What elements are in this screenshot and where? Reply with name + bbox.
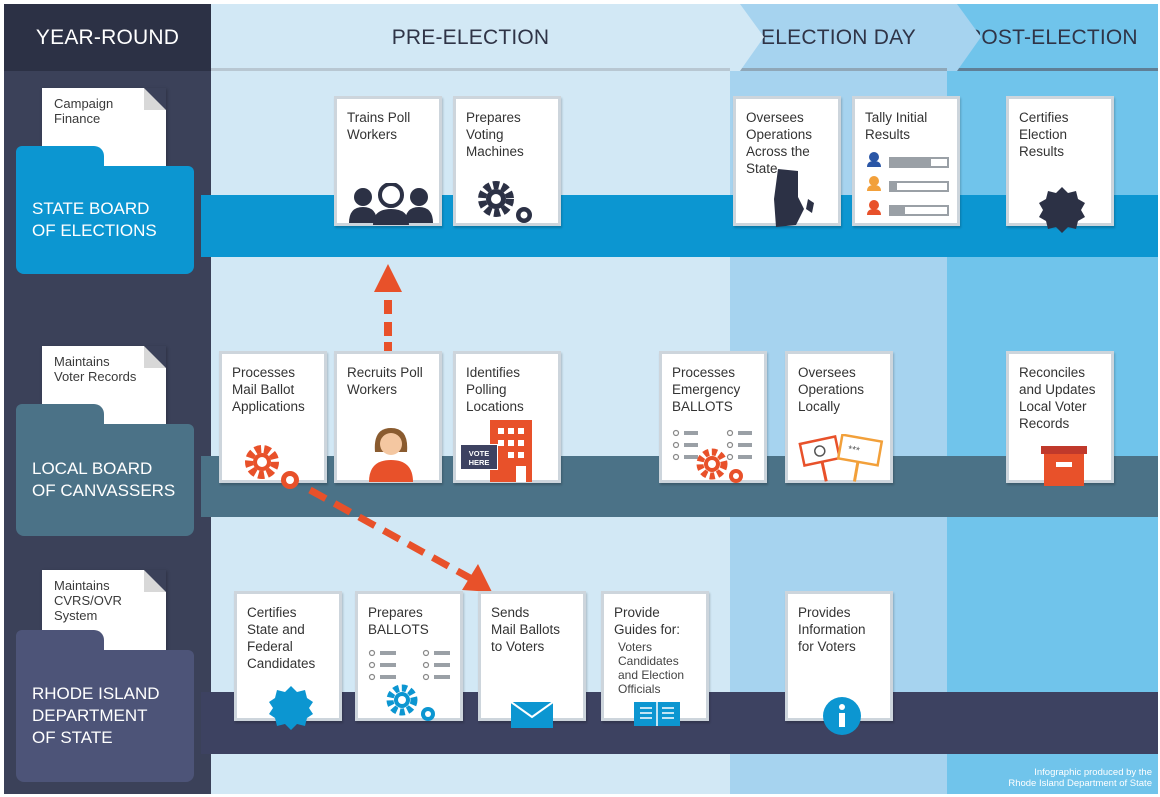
results-tally-icon [867, 152, 949, 216]
seal-blue-icon [269, 686, 313, 730]
vote-here-sign: VOTE HERE [460, 444, 498, 470]
identifies-polling-locations-card: Identifies Polling Locations VOTE HERE [453, 351, 561, 483]
arrow-diagonal-dashed-icon [308, 486, 492, 592]
oversees-operations-state-label: Oversees Operations Across the State [746, 110, 813, 176]
envelope-icon [511, 702, 554, 728]
header-divider-post [947, 68, 1158, 71]
infographic-credit: Infographic produced by the Rhode Island… [1008, 767, 1152, 789]
header-divider-eday [730, 68, 947, 71]
provide-guides-sublabel: Voters Candidates and Election Officials [618, 640, 685, 696]
prepares-voting-machines-card: Prepares Voting Machines [453, 96, 561, 226]
gears-orange-icon [245, 445, 299, 489]
cvrs-document: Maintains CVRS/OVR System [42, 570, 166, 656]
provide-guides-card: Provide Guides for: Voters Candidates an… [601, 591, 709, 726]
provides-information-card: Provides Information for Voters [785, 591, 893, 735]
sends-mail-ballots-card: Sends Mail Ballots to Voters [478, 591, 586, 728]
reconciles-updates-card: Reconciles and Updates Local Voter Recor… [1006, 351, 1114, 486]
tally-initial-results-label: Tally Initial Results [865, 110, 928, 142]
prepares-ballots-label: Prepares BALLOTS [368, 605, 429, 637]
oversees-operations-locally-card: Oversees Operations Locally *** [785, 351, 893, 483]
emergency-ballot-list-icon [672, 429, 752, 483]
poll-workers-group-icon [349, 183, 433, 225]
reconciles-updates-label: Reconciles and Updates Local Voter Recor… [1019, 365, 1096, 431]
certifies-candidates-card: Certifies State and Federal Candidates [234, 591, 342, 730]
processes-mail-ballot-apps-card: Processes Mail Ballot Applications [219, 351, 327, 489]
campaign-finance-label: Campaign Finance [54, 96, 114, 126]
campaign-finance-document: Campaign Finance [42, 88, 166, 166]
local-board-folder: LOCAL BOARD OF CANVASSERS [16, 424, 194, 536]
chevron-arrow-icon [947, 4, 981, 71]
chevron-arrow-icon [730, 4, 764, 71]
svg-text:***: *** [847, 444, 861, 457]
certifies-election-results-card: Certifies Election Results [1006, 96, 1114, 233]
header-election-day: ELECTION DAY [730, 4, 947, 71]
oversees-operations-locally-label: Oversees Operations Locally [798, 365, 865, 414]
ri-dept-label: RHODE ISLAND DEPARTMENT OF STATE [32, 684, 160, 747]
header-pre-election: PRE-ELECTION [211, 4, 730, 71]
processes-emergency-ballots-label: Processes Emergency BALLOTS [672, 365, 741, 414]
trains-poll-workers-label: Trains Poll Workers [347, 110, 411, 142]
header-divider-pre [211, 68, 730, 71]
seal-icon [1039, 187, 1085, 233]
local-board-label: LOCAL BOARD OF CANVASSERS [32, 459, 176, 500]
processes-mail-ballot-apps-label: Processes Mail Ballot Applications [232, 365, 305, 414]
gears-icon [478, 181, 532, 223]
state-board-label: STATE BOARD OF ELECTIONS [32, 199, 157, 240]
rhode-island-map-icon [774, 169, 814, 227]
state-board-folder: STATE BOARD OF ELECTIONS [16, 166, 194, 274]
poll-worker-person-icon [369, 428, 413, 482]
protest-signs-icon: *** [798, 434, 884, 482]
folder-tab [16, 404, 104, 426]
recruits-poll-workers-card: Recruits Poll Workers [334, 351, 442, 483]
header-post-election: POST-ELECTION [947, 4, 1158, 71]
cvrs-label: Maintains CVRS/OVR System [54, 578, 122, 623]
sends-mail-ballots-label: Sends Mail Ballots to Voters [491, 605, 561, 654]
processes-emergency-ballots-card: Processes Emergency BALLOTS [659, 351, 767, 483]
provides-information-label: Provides Information for Voters [798, 605, 866, 654]
prepares-voting-machines-label: Prepares Voting Machines [466, 110, 524, 159]
voter-records-label: Maintains Voter Records [54, 354, 137, 384]
header-year-round: YEAR-ROUND [4, 4, 211, 71]
identifies-polling-locations-label: Identifies Polling Locations [466, 365, 524, 414]
provide-guides-label: Provide Guides for: [614, 605, 681, 637]
records-box-icon [1041, 446, 1087, 486]
tally-initial-results-card: Tally Initial Results [852, 96, 960, 226]
certifies-candidates-label: Certifies State and Federal Candidates [247, 605, 316, 671]
prepares-ballots-card: Prepares BALLOTS [355, 591, 463, 721]
ri-dept-folder: RHODE ISLAND DEPARTMENT OF STATE [16, 650, 194, 782]
trains-poll-workers-card: Trains Poll Workers [334, 96, 442, 226]
info-icon [823, 697, 861, 735]
guide-book-icon [634, 702, 680, 726]
voter-records-document: Maintains Voter Records [42, 346, 166, 424]
arrow-up-dashed-icon [374, 264, 402, 352]
recruits-poll-workers-label: Recruits Poll Workers [347, 365, 423, 397]
folder-tab [16, 630, 104, 652]
folder-tab [16, 146, 104, 168]
ballot-gears-icon [368, 649, 450, 721]
oversees-operations-state-card: Oversees Operations Across the State [733, 96, 841, 227]
certifies-election-results-label: Certifies Election Results [1019, 110, 1069, 159]
